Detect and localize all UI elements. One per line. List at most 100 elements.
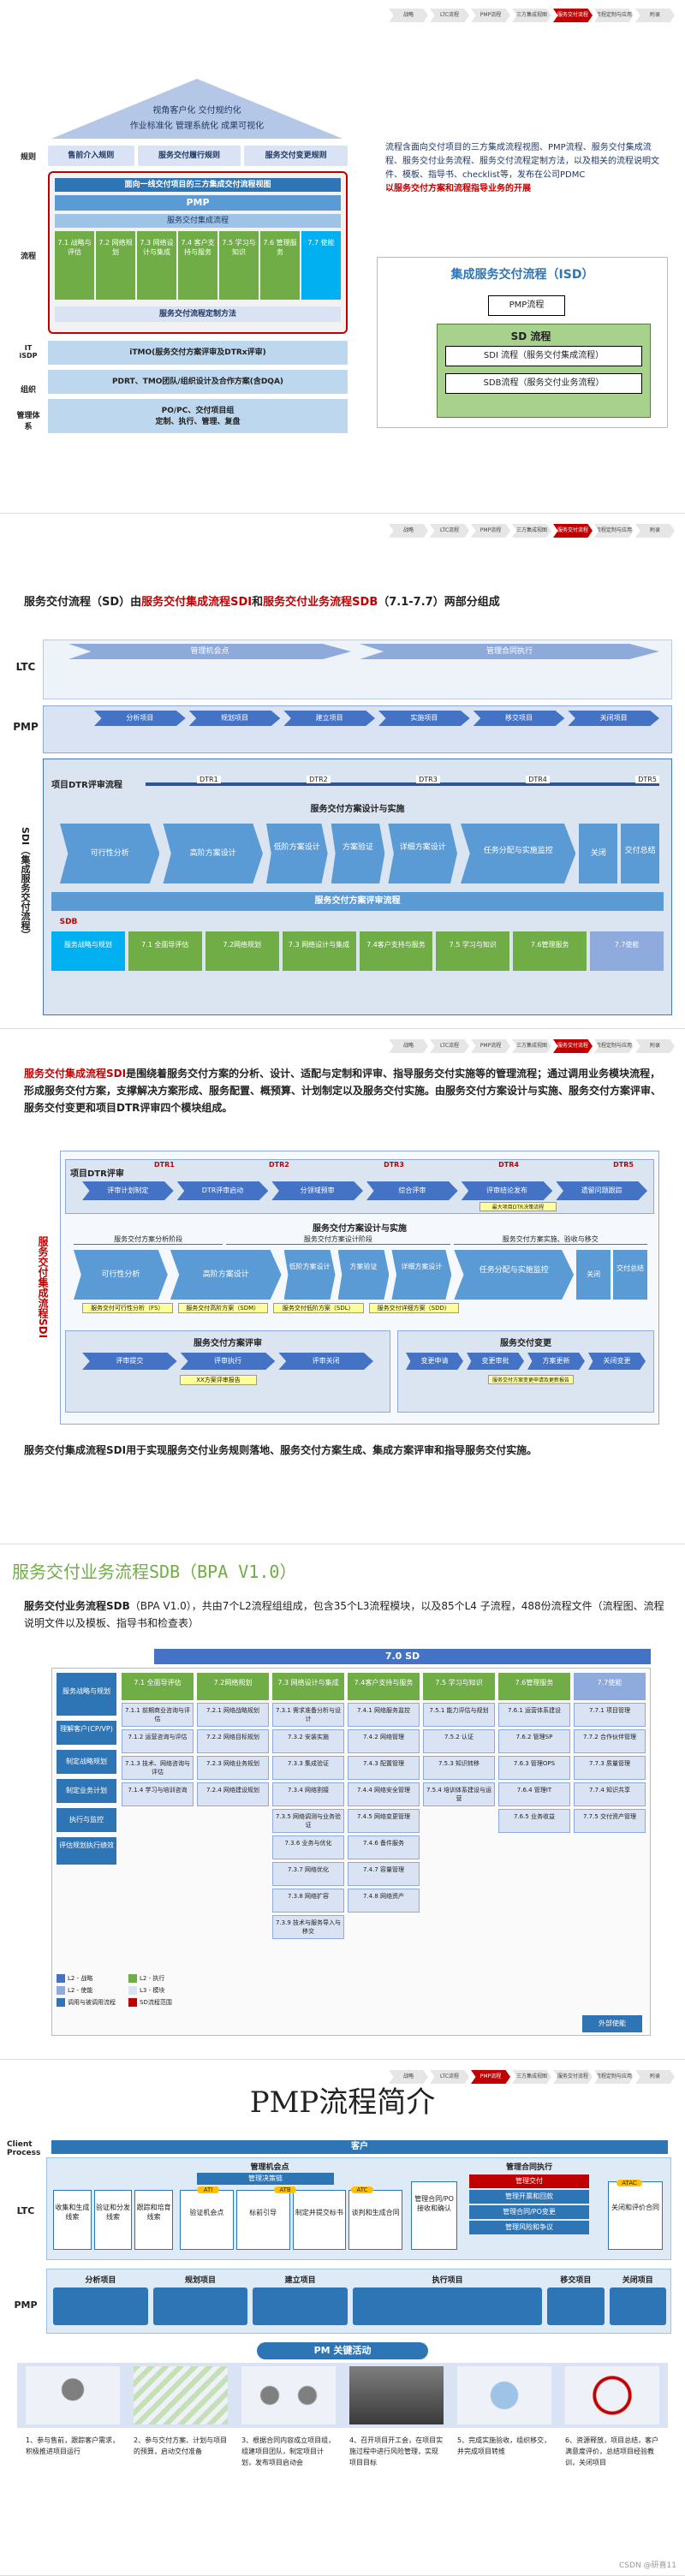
- dtr-points: DTR1 DTR2 DTR3 DTR4 DTR5: [154, 1161, 634, 1169]
- sdb-module: 7.7.3 质量管理: [574, 1756, 646, 1780]
- sdb-module: 7.3.1 需求准备分析与设计: [272, 1703, 344, 1727]
- pmp-stage: 移交项目: [474, 711, 565, 726]
- activity-text: 1、参与售前，跟踪客户需求，积极推进项目运行: [26, 2435, 120, 2468]
- slide-4: 服务交付业务流程SDB（BPA V1.0） 服务交付业务流程SDB（BPA V1…: [0, 1546, 685, 2060]
- bullet-1: 流程含面向交付项目的三方集成流程视图、PMP流程、服务交付集成流程、服务交付业务…: [377, 141, 668, 182]
- s2-title-b: 服务交付业务流程SDB: [263, 596, 378, 609]
- label-org: 组织: [15, 384, 41, 395]
- exec-item: 管理风险和争议: [469, 2221, 589, 2234]
- s3-para: 服务交付集成流程SDI是围绕着服务交付方案的分析、设计、适配与定制和评审、指导服…: [24, 1065, 666, 1116]
- nav-item[interactable]: 三方集成视图: [512, 1039, 551, 1053]
- s3-para-lead: 服务交付集成流程SDI: [24, 1068, 126, 1080]
- dtr-step: 综合评审: [366, 1181, 458, 1200]
- pmp-stage: 执行项目: [353, 2274, 542, 2285]
- ltc-opp-item: 制定并提交标书: [293, 2190, 347, 2250]
- step: 方案验证: [331, 824, 385, 883]
- sdb-column: 7.4客户支持与服务7.4.1 网络服务监控7.4.2 网络管理7.4.3 配置…: [348, 1673, 420, 1939]
- sdb-item: 7.3 网络设计与集成: [137, 231, 176, 300]
- pmp-box: [153, 2287, 248, 2325]
- nav-item[interactable]: PMP流程: [471, 524, 510, 538]
- rule-fulfill: 服务交付履行规则: [138, 146, 241, 166]
- ltc-stage: 管理合同执行: [360, 644, 659, 659]
- view-title: 面向一线交付项目的三方集成交付流程视图: [55, 178, 341, 192]
- sdb-label: SDB: [51, 918, 86, 926]
- sd-header: 7.0 SD: [154, 1649, 651, 1664]
- change-note: 服务交付方案变更申请及更新报告: [488, 1375, 574, 1384]
- change-title: 服务交付变更: [397, 1336, 654, 1348]
- nav-item-active[interactable]: 服务交付流程: [553, 9, 593, 22]
- dtr-step: 评审结论发布: [462, 1181, 553, 1200]
- pmp-stage: 关闭项目: [568, 711, 659, 726]
- review-step: 评审提交: [82, 1353, 177, 1370]
- legend-item: L2 - 战略: [57, 1974, 125, 1983]
- step: 可行性分析: [74, 1250, 168, 1300]
- s4-intro-lead: 服务交付业务流程SDB: [24, 1600, 130, 1612]
- nav-item[interactable]: PMP流程: [471, 9, 510, 22]
- sdb-column-head: 7.2网络规划: [197, 1673, 269, 1700]
- dtr-point: DTR1: [154, 1161, 175, 1169]
- step: 高阶方案设计: [170, 1250, 282, 1300]
- rules-row: 售前介入规则 服务交付履行规则 服务交付变更规则: [48, 146, 348, 166]
- sdb-item: 7.2网络规划: [206, 931, 279, 971]
- nav-item[interactable]: 三方集成视图: [512, 9, 551, 22]
- nav-item[interactable]: 三方集成视图: [512, 524, 551, 538]
- label-process: 流程: [15, 250, 41, 261]
- pmp-box: [53, 2287, 148, 2325]
- nav-item[interactable]: 战略: [389, 524, 428, 538]
- sdb-column-head: 7.4客户支持与服务: [348, 1673, 420, 1700]
- nav-item[interactable]: LTC流程: [430, 9, 469, 22]
- sdb-module: 7.7.2 合作伙伴管理: [574, 1729, 646, 1753]
- pmp-stage: 规划项目: [153, 2274, 248, 2285]
- nav-item[interactable]: PMP流程: [471, 1039, 510, 1053]
- nav-item[interactable]: 战略: [389, 1039, 428, 1053]
- nav-item[interactable]: LTC流程: [430, 1039, 469, 1053]
- nav-item[interactable]: 流程定制与应用: [594, 524, 634, 538]
- sdb-module: 7.7.4 知识共享: [574, 1782, 646, 1806]
- plan-icon: [134, 2366, 228, 2424]
- nav-item[interactable]: 附录: [635, 1039, 675, 1053]
- design-sub-item: 服务交付方案分析阶段: [74, 1234, 223, 1245]
- pmp-box: [610, 2287, 666, 2325]
- isd-sdb: SDB流程（服务交付业务流程）: [445, 373, 642, 394]
- nav-item[interactable]: 流程定制与应用: [594, 1039, 634, 1053]
- s4-heading: 服务交付业务流程SDB（BPA V1.0）: [12, 1558, 296, 1583]
- sdb-column-head: 7.5 学习与知识: [423, 1673, 495, 1700]
- pmp-stage: 实施项目: [378, 711, 470, 726]
- pmp-stage: 关闭项目: [610, 2274, 666, 2285]
- sdi-side-label: SDI（集成服务交付流程）: [12, 772, 38, 995]
- nav-item[interactable]: 附录: [635, 9, 675, 22]
- note: 服务交付高阶方案（SDM）: [178, 1303, 269, 1313]
- design-notes: 服务交付可行性分析（FS） 服务交付高阶方案（SDM） 服务交付低阶方案（SDL…: [82, 1303, 459, 1313]
- pmp-stage: 移交项目: [547, 2274, 604, 2285]
- opp-title: 管理机会点: [206, 2161, 334, 2172]
- sdb-module: 7.1.2 运营咨询与评估: [122, 1729, 194, 1753]
- dtr-step: 分领域预审: [271, 1181, 363, 1200]
- nav-item[interactable]: 流程定制与应用: [594, 9, 634, 22]
- legend-item: L2 - 使能: [57, 1986, 125, 1995]
- mgmt-bar: PO/PC、交付项目组 定制、执行、管理、复盘: [48, 399, 348, 433]
- sdb-item: 7.5 学习与知识: [219, 231, 259, 300]
- dtr-point: DTR2: [269, 1161, 289, 1169]
- sdb-module: 7.3.7 网络优化: [272, 1862, 344, 1886]
- nav-item[interactable]: 战略: [389, 9, 428, 22]
- design-steps: 可行性分析 高阶方案设计 低阶方案设计 方案验证 详细方案设计 任务分配与实施监…: [60, 824, 659, 883]
- ltc-label: LTC: [9, 661, 43, 673]
- mgmt-line: PO/PC、交付项目组: [48, 404, 348, 415]
- row-left-item: 理解客户(CP/VP): [57, 1721, 116, 1745]
- sdb-column: 7.3 网络设计与集成7.3.1 需求准备分析与设计7.3.2 安装实施7.3.…: [272, 1673, 344, 1939]
- watermark: CSDN @研喜11: [619, 2559, 676, 2570]
- sdb-item: 7.4客户支持与服务: [360, 931, 433, 971]
- sdb-row: 服务战略与规划 7.1 全面导评估 7.2网络规划 7.3 网络设计与集成 7.…: [51, 931, 664, 971]
- nav-item-active[interactable]: 服务交付流程: [553, 1039, 593, 1053]
- s2-title-a: 服务交付集成流程SDI: [141, 596, 252, 609]
- dtr-point: DTR2: [307, 776, 331, 783]
- sdb-column-head: 7.3 网络设计与集成: [272, 1673, 344, 1700]
- nav-item[interactable]: 附录: [635, 524, 675, 538]
- change-step: 方案更新: [527, 1353, 585, 1370]
- legend-item: L3 - 模块: [128, 1986, 197, 1995]
- step: 详细方案设计: [388, 824, 457, 883]
- nav-item[interactable]: LTC流程: [430, 524, 469, 538]
- nav-item-active[interactable]: 服务交付流程: [553, 524, 593, 538]
- sdb-module: 7.7.1 项目管理: [574, 1703, 646, 1727]
- ltc-lead: 跟踪和培育线索: [134, 2190, 173, 2250]
